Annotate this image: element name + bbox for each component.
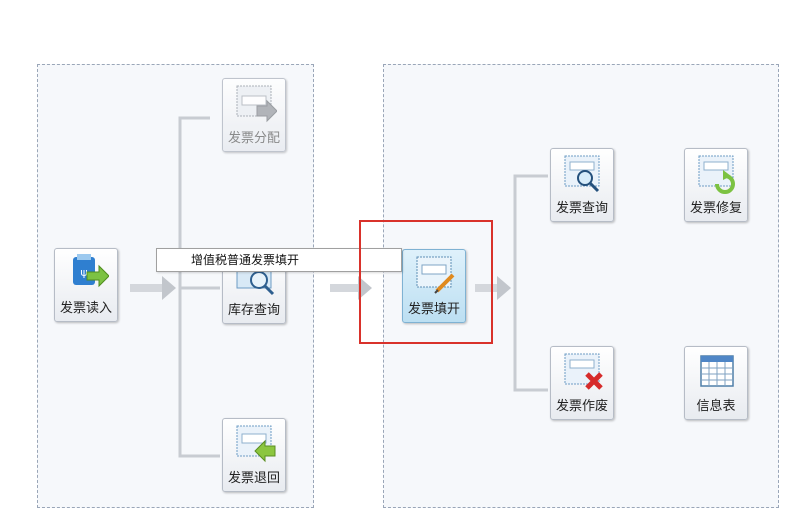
invoice-repair-button[interactable]: 发票修复 [684,148,748,222]
inventory-query-label: 库存查询 [227,303,280,318]
invoice-distribute-label: 发票分配 [227,131,280,146]
invoice-fill-label: 发票填开 [407,302,460,317]
invoice-distribute-button[interactable]: 发票分配 [222,78,286,152]
invoice-repair-label: 发票修复 [689,201,742,216]
usb-import-icon: ψ [73,254,109,288]
invoice-void-label: 发票作废 [555,399,608,414]
invoice-forward-icon [236,85,277,123]
invoice-void-button[interactable]: 发票作废 [550,346,614,420]
right-bracket-line [513,174,548,392]
invoice-read-button[interactable]: ψ 发票读入 [54,248,118,322]
invoice-return-icon [236,425,276,463]
svg-text:ψ: ψ [80,266,87,279]
invoice-query-label: 发票查询 [555,201,608,216]
invoice-read-label: 发票读入 [59,301,112,316]
invoice-void-icon [564,353,603,390]
info-table-button[interactable]: 信息表 [684,346,748,420]
arrow-fill-to-branch [475,276,511,300]
invoice-search-icon [564,155,600,193]
table-grid-icon [700,355,734,387]
invoice-fill-button[interactable]: 发票填开 [402,249,466,323]
info-table-label: 信息表 [696,399,736,414]
invoice-repair-icon [698,155,735,194]
invoice-query-button[interactable]: 发票查询 [550,148,614,222]
invoice-return-button[interactable]: 发票退回 [222,418,286,492]
arrow-read-to-branch [130,276,176,300]
invoice-edit-icon [416,256,455,294]
invoice-return-label: 发票退回 [227,471,280,486]
arrow-to-fill [330,276,372,300]
tooltip: 增值税普通发票填开 [156,248,402,272]
